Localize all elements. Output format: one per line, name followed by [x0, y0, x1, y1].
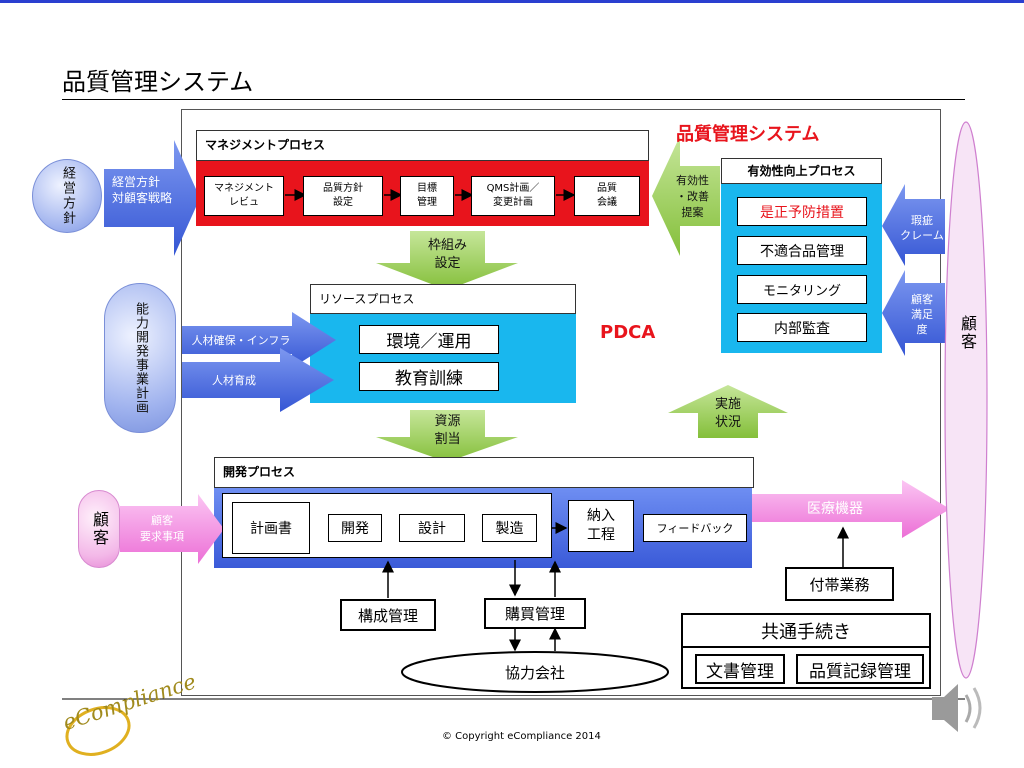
- policy-arrow-label: 経営方針 対顧客戦略: [112, 175, 173, 205]
- customer-oval: [944, 121, 988, 679]
- page-title: 品質管理システム: [62, 68, 254, 96]
- title-divider: [62, 99, 965, 100]
- allocation-arrow-label: 資源 割当: [434, 414, 461, 447]
- requirements-arrow-label: 顧客 要求事項: [140, 514, 184, 543]
- capability-circle-text: 能力開発事業計画: [133, 302, 148, 414]
- dev-step-plan: 計画書: [232, 502, 310, 554]
- status-arrow: [668, 385, 788, 438]
- policy-circle: 経営方針: [32, 159, 102, 233]
- infra-arrow: [182, 312, 336, 368]
- step-management-review: マネジメント レビュ: [204, 176, 284, 216]
- allocation-arrow: [376, 410, 518, 462]
- partner-label: 協力会社: [504, 663, 565, 682]
- speaker-icon: [932, 684, 982, 732]
- training-arrow: [182, 348, 334, 412]
- improvement-arrow-label: 有効性 ・改善 提案: [676, 174, 709, 219]
- requirements-arrow: [120, 494, 224, 564]
- step-quality-policy: 品質方針 設定: [303, 176, 383, 216]
- customer-oval-label: 顧客: [955, 315, 979, 355]
- improvement-item-capa: 是正予防措置: [737, 197, 867, 226]
- dev-delivery: 納入 工程: [568, 500, 634, 552]
- claim-arrow-label: 瑕疵 クレーム: [900, 214, 944, 242]
- output-arrow: [752, 480, 950, 538]
- development-header: 開発プロセス: [214, 457, 754, 488]
- customer-circle-text: 顧客: [90, 511, 109, 547]
- common-item-records: 品質記録管理: [796, 654, 924, 684]
- infra-arrow-label: 人材確保・インフラ: [191, 334, 291, 347]
- common-header: 共通手続き: [761, 622, 851, 643]
- top-accent-line: [0, 0, 1024, 3]
- dev-step-development: 開発: [328, 514, 382, 542]
- system-label: 品質管理システム: [676, 124, 820, 145]
- improvement-item-nonconforming: 不適合品管理: [737, 236, 867, 265]
- step-qms-plan: QMS計画／ 変更計画: [471, 176, 555, 216]
- training-arrow-label: 人材育成: [212, 374, 256, 387]
- satisfaction-arrow: [882, 270, 945, 356]
- logo-swoosh: [65, 706, 131, 756]
- improvement-item-internal-audit: 内部監査: [737, 313, 867, 342]
- policy-circle-text: 経営方針: [60, 166, 75, 226]
- step-objectives: 目標 管理: [400, 176, 454, 216]
- pdca-label: PDCA: [600, 322, 656, 343]
- support-box: 付帯業務: [785, 567, 894, 601]
- resource-header: リソースプロセス: [310, 284, 576, 314]
- customer-oval-text: 顧客: [958, 315, 977, 351]
- partner-oval: [401, 651, 669, 693]
- resource-item-environment: 環境／運用: [359, 325, 499, 354]
- capability-circle: 能力開発事業計画: [104, 283, 176, 433]
- framework-arrow-label: 枠組み 設定: [427, 238, 467, 271]
- improvement-header: 有効性向上プロセス: [721, 158, 882, 184]
- customer-circle: 顧客: [78, 490, 120, 568]
- config-box: 構成管理: [340, 599, 436, 631]
- management-header: マネジメントプロセス: [196, 130, 649, 161]
- framework-arrow: [376, 231, 518, 290]
- improvement-item-monitoring: モニタリング: [737, 275, 867, 304]
- dev-step-design: 設計: [399, 514, 465, 542]
- step-quality-meeting: 品質 会議: [574, 176, 640, 216]
- purchase-box: 購買管理: [484, 598, 586, 629]
- claim-arrow: [882, 184, 945, 266]
- resource-item-training: 教育訓練: [359, 362, 499, 391]
- improvement-arrow: [652, 136, 720, 256]
- status-arrow-label: 実施 状況: [714, 397, 741, 430]
- copyright-text: © Copyright eCompliance 2014: [442, 731, 601, 742]
- policy-arrow: [104, 140, 200, 256]
- dev-step-manufacturing: 製造: [482, 514, 537, 542]
- common-divider: [681, 646, 931, 648]
- satisfaction-arrow-label: 顧客 満足 度: [911, 292, 933, 336]
- dev-feedback: フィードバック: [643, 514, 747, 542]
- common-item-document: 文書管理: [695, 654, 785, 684]
- output-arrow-label: 医療機器: [807, 501, 863, 517]
